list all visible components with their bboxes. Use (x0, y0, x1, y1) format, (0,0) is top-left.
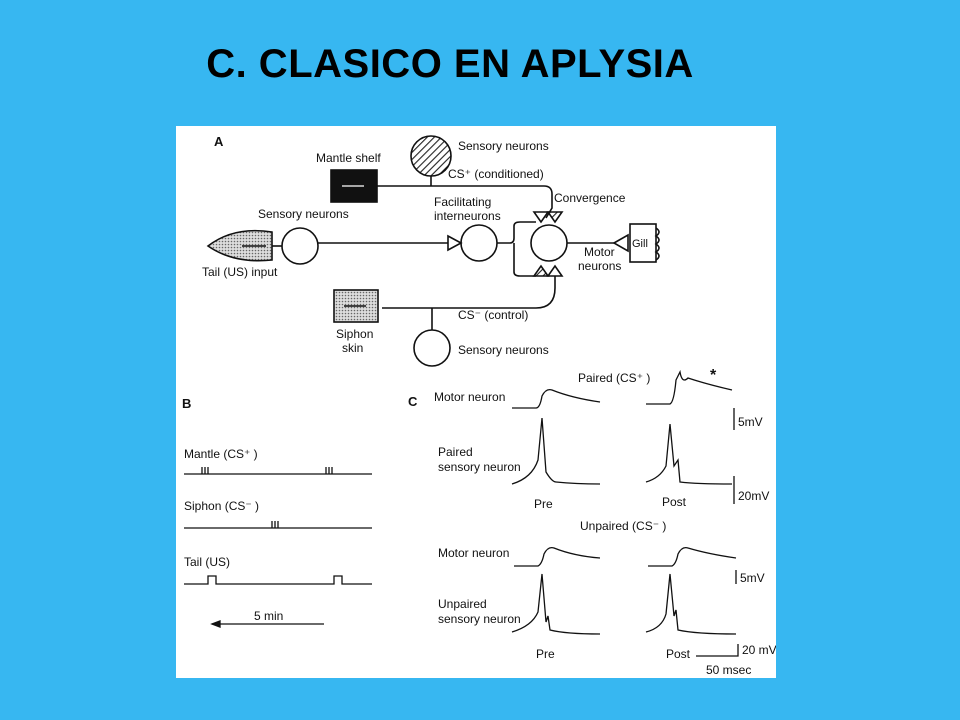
trace-sensory-unpaired-post (645, 573, 737, 635)
label-paired: Paired (438, 445, 473, 459)
slide-title: C. CLASICO EN APLYSIA (206, 42, 694, 86)
trace-motor-unpaired-post (648, 546, 737, 567)
label-20mv-unpaired: 20 mV (742, 643, 776, 657)
label-pre-paired: Pre (534, 497, 553, 511)
synapse-triangle (546, 264, 564, 277)
asterisk: * (710, 367, 717, 384)
label-motor-neuron-paired: Motor neuron (434, 390, 505, 404)
label-post-paired: Post (662, 495, 687, 509)
trace-motor-paired-post (646, 369, 733, 405)
label-post-unpaired: Post (666, 647, 691, 661)
motor-neuron (530, 224, 568, 262)
label-convergence: Convergence (554, 191, 626, 205)
label-paired-cs-plus: Paired (CS⁺ ) (578, 371, 650, 385)
synapse-triangle (532, 211, 550, 224)
label-5mv-unpaired: 5mV (740, 571, 765, 585)
label-siphon-cs-minus: Siphon (CS⁻ ) (184, 499, 259, 513)
trace-motor-unpaired-pre (514, 546, 601, 567)
panel-b-letter: B (182, 396, 191, 411)
tail-trace (184, 575, 372, 585)
label-tail-us: Tail (US) (184, 555, 230, 569)
panel-a: A Sensory neurons Mantle shelf CS⁺ (cond… (202, 134, 660, 367)
figure-svg: A Sensory neurons Mantle shelf CS⁺ (cond… (182, 134, 777, 677)
facilitating-interneuron (460, 224, 498, 262)
label-sensory-neuron-unpaired: sensory neuron (438, 612, 521, 626)
label-cs-minus-control: CS⁻ (control) (458, 308, 528, 322)
label-sensory-neurons-top: Sensory neurons (458, 139, 549, 153)
label-motor-neuron-unpaired: Motor neuron (438, 546, 509, 560)
trace-sensory-unpaired-pre (511, 573, 601, 635)
label-unpaired-cs-minus: Unpaired (CS⁻ ) (580, 519, 666, 533)
label-tail-input: Tail (US) input (202, 265, 278, 279)
label-5mv-paired: 5mV (738, 415, 763, 429)
label-skin: skin (342, 341, 363, 355)
sensory-neuron-cs-minus (413, 329, 451, 367)
label-pre-unpaired: Pre (536, 647, 555, 661)
scale-bar-20mv-50msec (696, 644, 739, 657)
sensory-neuron-cs-plus (410, 135, 452, 177)
sensory-neuron-tail (281, 227, 319, 265)
label-mantle-cs-plus: Mantle (CS⁺ ) (184, 447, 258, 461)
label-5-min: 5 min (254, 609, 283, 623)
gill (629, 223, 657, 263)
trace-motor-paired-pre (512, 388, 601, 409)
label-interneurons: interneurons (434, 209, 501, 223)
label-50-msec: 50 msec (706, 663, 751, 677)
label-facilitating: Facilitating (434, 195, 491, 209)
synapse-triangle (612, 233, 629, 253)
synapse-triangle (532, 264, 550, 277)
label-siphon: Siphon (336, 327, 373, 341)
label-sensory-neurons-left: Sensory neurons (258, 207, 349, 221)
label-gill: Gill (632, 238, 648, 250)
trace-sensory-paired-post (645, 423, 733, 485)
panel-b: B Mantle (CS⁺ ) Siphon (CS⁻ ) Tail (US) … (182, 396, 372, 628)
synapse-triangle (447, 234, 463, 252)
label-sensory-neurons-bottom: Sensory neurons (458, 343, 549, 357)
trace-sensory-paired-pre (511, 417, 601, 485)
synapse-triangle (546, 211, 564, 224)
label-neurons: neurons (578, 259, 621, 273)
label-cs-plus-conditioned: CS⁺ (conditioned) (448, 167, 544, 181)
panel-a-letter: A (214, 134, 224, 149)
label-mantle-shelf: Mantle shelf (316, 151, 381, 165)
panel-c: C Paired (CS⁺ ) * Motor neuron 5mV Paire… (408, 367, 777, 677)
label-unpaired: Unpaired (438, 597, 487, 611)
aplysia-figure: A Sensory neurons Mantle shelf CS⁺ (cond… (176, 126, 777, 678)
panel-c-letter: C (408, 394, 418, 409)
label-sensory-neuron-paired: sensory neuron (438, 460, 521, 474)
label-motor: Motor (584, 245, 615, 259)
label-20mv-paired: 20mV (738, 489, 769, 503)
